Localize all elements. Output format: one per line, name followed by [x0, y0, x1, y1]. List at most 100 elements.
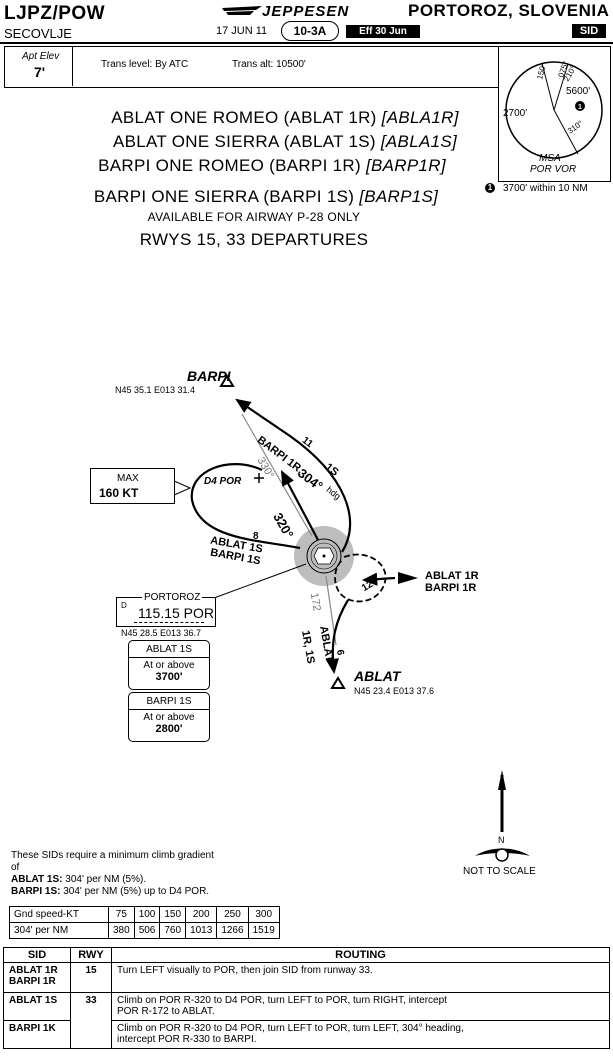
- jeppesen-wing-icon: [222, 6, 262, 15]
- routing-rwy: 15: [70, 962, 112, 993]
- table-row: ABLAT 1R BARPI 1R 15 Turn LEFT visually …: [3, 962, 610, 993]
- speed-limit-value: 160 KT: [99, 486, 139, 500]
- climb-rate-cell: 1013: [185, 922, 218, 939]
- title-ablat-1r-name: ABLAT ONE ROMEO (ABLAT 1R): [111, 108, 377, 127]
- climb-speed-cell: 300: [247, 906, 280, 923]
- fix-ablat-name: ABLAT: [354, 668, 401, 684]
- vor-coord: N45 28.5 E013 36.7: [121, 628, 202, 638]
- barpi-1s-restriction-alt: 2800': [155, 723, 183, 735]
- not-to-scale: NOT TO SCALE: [463, 866, 536, 877]
- airport-name: SECOVLJE: [4, 26, 72, 41]
- msa-alt-west: 2700': [503, 108, 528, 119]
- speed-limit-box: [90, 468, 175, 504]
- climb-rate-cell: 506: [133, 922, 161, 939]
- svg-text:1: 1: [578, 104, 582, 111]
- ablat-1s-restriction-box: ABLAT 1S At or above 3700': [128, 640, 210, 690]
- fix-ablat-coord: N45 23.4 E013 37.6: [354, 686, 435, 696]
- chart-type-badge: SID: [572, 24, 606, 38]
- routing-header-rwy: RWY: [70, 947, 112, 963]
- title-runways: RWYS 15, 33 DEPARTURES: [139, 230, 369, 249]
- title-barpi-1s-code: [BARP1S]: [359, 187, 439, 206]
- title-ablat-1s: ABLAT ONE SIERRA (ABLAT 1S) [ABLA1S]: [5, 132, 565, 152]
- dist-8: 8: [253, 531, 259, 542]
- routing-sid: ABLAT 1R BARPI 1R: [3, 962, 71, 993]
- routing-header-row: SID RWY ROUTING: [3, 947, 610, 963]
- effective-date: Eff 30 Jun: [346, 25, 420, 38]
- fix-barpi-coord: N45 35.1 E013 31.4: [115, 385, 196, 395]
- msa-diagram: 150° 075° 210° 310° 1: [505, 60, 603, 159]
- climb-speed-label: Gnd speed-KT: [9, 906, 109, 923]
- climb-speed-cell: 100: [133, 906, 161, 923]
- climb-speed-cell: 150: [159, 906, 187, 923]
- vor-morse: [134, 622, 204, 623]
- climb-rate-row: 304' per NM 380 506 760 1013 1266 1519: [9, 922, 280, 939]
- routing-text: Turn LEFT visually to POR, then join SID…: [111, 962, 610, 993]
- north-label: N: [498, 835, 505, 845]
- title-barpi-1s: BARPI ONE SIERRA (BARPI 1S) [BARP1S]: [0, 187, 546, 207]
- climb-intro-1: These SIDs require a minimum climb gradi…: [11, 850, 214, 861]
- barpi-1s-restriction-text: At or above: [143, 712, 195, 723]
- entry-label-ablat: ABLAT 1R: [425, 570, 479, 582]
- climb-speed-cell: 75: [108, 906, 135, 923]
- apt-elev-label: Apt Elev: [22, 51, 60, 62]
- climb-ablat-text: 304' per NM (5%).: [65, 874, 147, 885]
- vor-dme-symbol: D: [121, 601, 127, 610]
- chart-index: 10-3A: [281, 21, 339, 41]
- routing-rwy: 33: [70, 992, 112, 1049]
- d4por-label: D4 POR: [204, 476, 242, 487]
- info-divider: [72, 46, 73, 86]
- climb-ablat-line: ABLAT 1S: 304' per NM (5%).: [11, 874, 146, 885]
- climb-rate-cell: 380: [108, 922, 135, 939]
- routing-header-routing: ROUTING: [111, 947, 610, 963]
- routing-sid: ABLAT 1S: [3, 992, 71, 1021]
- trans-level: Trans level: By ATC: [101, 59, 189, 70]
- climb-rate-label: 304' per NM: [9, 922, 109, 939]
- climb-speed-row: Gnd speed-KT 75 100 150 200 250 300: [9, 906, 280, 923]
- title-ablat-1s-code: [ABLA1S]: [380, 132, 458, 151]
- jeppesen-logo: JEPPESEN: [262, 3, 350, 20]
- title-ablat-1r: ABLAT ONE ROMEO (ABLAT 1R) [ABLA1R]: [5, 108, 565, 128]
- header-divider: [0, 42, 613, 44]
- chart-date: 17 JUN 11: [216, 25, 268, 37]
- msa-ref: POR VOR: [530, 164, 577, 175]
- table-row: BARPI 1K Climb on POR R-320 to D4 POR, t…: [3, 1020, 610, 1049]
- title-barpi-1r-code: [BARP1R]: [366, 156, 446, 175]
- city-title: PORTOROZ, SLOVENIA: [408, 1, 610, 20]
- vor-frequency: 115.15 POR: [138, 605, 215, 621]
- ablat-1s-restriction-alt: 3700': [155, 671, 183, 683]
- climb-barpi-text: 304' per NM (5%) up to D4 POR.: [63, 886, 210, 897]
- routing-header-sid: SID: [3, 947, 71, 963]
- ablat-1s-restriction-text: At or above: [143, 660, 195, 671]
- msa-box: [498, 46, 611, 182]
- msa-alt-north: 5600': [566, 86, 591, 97]
- title-barpi-1s-name: BARPI ONE SIERRA (BARPI 1S): [93, 187, 355, 206]
- climb-rate-cell: 760: [159, 922, 187, 939]
- title-restriction: AVAILABLE FOR AIRWAY P-28 ONLY: [147, 210, 361, 224]
- title-barpi-1r-name: BARPI ONE ROMEO (BARPI 1R): [98, 156, 361, 175]
- msa-note-number: 1: [485, 183, 495, 193]
- table-row: ABLAT 1S 33 Climb on POR R-320 to D4 POR…: [3, 992, 610, 1049]
- barpi-1s-restriction-title: BARPI 1S: [129, 693, 209, 710]
- msa-label: MSA: [539, 153, 561, 164]
- ablat-1s-restriction-title: ABLAT 1S: [129, 641, 209, 658]
- apt-elev-value: 7': [34, 64, 46, 80]
- climb-speed-cell: 200: [185, 906, 218, 923]
- entry-label-barpi: BARPI 1R: [425, 582, 477, 594]
- routing-text: Climb on POR R-320 to D4 POR, turn LEFT …: [111, 1020, 610, 1049]
- routing-table: SID RWY ROUTING ABLAT 1R BARPI 1R 15 Tur…: [3, 947, 610, 1049]
- climb-barpi-line: BARPI 1S: 304' per NM (5%) up to D4 POR.: [11, 886, 209, 897]
- climb-barpi-label: BARPI 1S:: [11, 886, 61, 897]
- title-ablat-1r-code: [ABLA1R]: [381, 108, 459, 127]
- climb-speed-cell: 250: [216, 906, 249, 923]
- trans-alt: Trans alt: 10500': [232, 59, 306, 70]
- fix-barpi-name: BARPI: [187, 368, 231, 384]
- routing-text: Climb on POR R-320 to D4 POR, turn LEFT …: [111, 992, 610, 1021]
- vor-name: PORTOROZ: [142, 592, 203, 603]
- msa-note-text: 3700' within 10 NM: [503, 183, 588, 194]
- climb-gradient-table: Gnd speed-KT 75 100 150 200 250 300 304'…: [9, 906, 280, 939]
- climb-ablat-label: ABLAT 1S:: [11, 874, 63, 885]
- routing-sid: BARPI 1K: [3, 1020, 71, 1049]
- svg-text:150°: 150°: [535, 62, 548, 80]
- title-barpi-1r: BARPI ONE ROMEO (BARPI 1R) [BARP1R]: [0, 156, 552, 176]
